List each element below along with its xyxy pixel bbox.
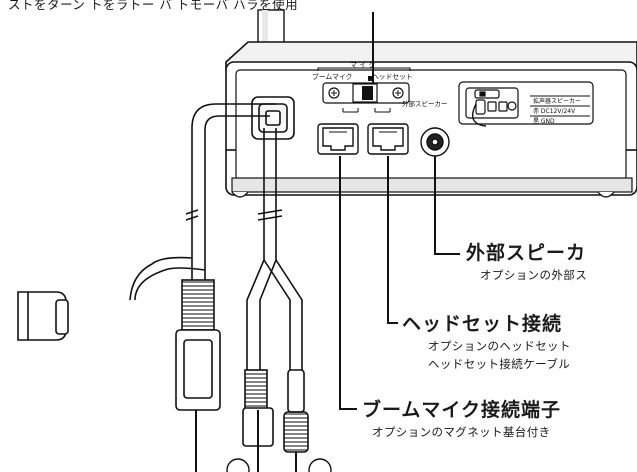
box-red-label: 赤 DC12V/24V bbox=[533, 108, 576, 115]
marker-circles bbox=[226, 458, 332, 472]
headset-label: ヘッドセット bbox=[372, 73, 413, 81]
box-speaker-label: 拡声器スピーカー bbox=[533, 97, 581, 105]
mic-bracket bbox=[317, 67, 411, 71]
terminal-wires bbox=[530, 95, 590, 117]
external-speaker-jack[interactable] bbox=[420, 127, 450, 157]
headset-jack[interactable] bbox=[367, 123, 409, 155]
headset-desc-1: オプションのヘッドセット bbox=[428, 339, 571, 353]
unit-feet bbox=[231, 191, 615, 198]
ext-speaker-panel-label: 外部スピーカー bbox=[402, 99, 448, 108]
cable-clamp bbox=[251, 96, 295, 140]
boom-mic-jack[interactable] bbox=[317, 123, 359, 155]
speaker-power-terminal bbox=[458, 81, 594, 127]
headset-desc-2: ヘッドセット接続ケーブル bbox=[428, 357, 571, 371]
top-caption: ストをターン トをラトー バ トモーバ ハラを使用 bbox=[8, 0, 299, 12]
headset-jack-plug bbox=[283, 369, 309, 472]
box-black-label: 黒 GND bbox=[533, 118, 555, 125]
mic-connector bbox=[175, 279, 221, 472]
mic-group-label: マ イ ク bbox=[350, 61, 375, 69]
jack-bracket bbox=[342, 108, 391, 113]
boom-mic-title: ブームマイク接続端子 bbox=[362, 399, 562, 421]
mic-switch[interactable] bbox=[322, 76, 410, 104]
ext-speaker-desc: オプションの外部ス bbox=[480, 268, 588, 282]
boom-mic-desc: オプションのマグネット基台付き bbox=[372, 425, 551, 439]
headset-plug bbox=[242, 369, 274, 472]
mic-cable bbox=[129, 103, 303, 370]
boom-mic-head bbox=[17, 291, 69, 341]
callout-leaders bbox=[339, 12, 460, 410]
headset-title: ヘッドセット接続 bbox=[402, 313, 563, 335]
ext-speaker-title: 外部スピーカ bbox=[466, 242, 587, 264]
boom-mic-label: ブームマイク bbox=[312, 72, 352, 81]
